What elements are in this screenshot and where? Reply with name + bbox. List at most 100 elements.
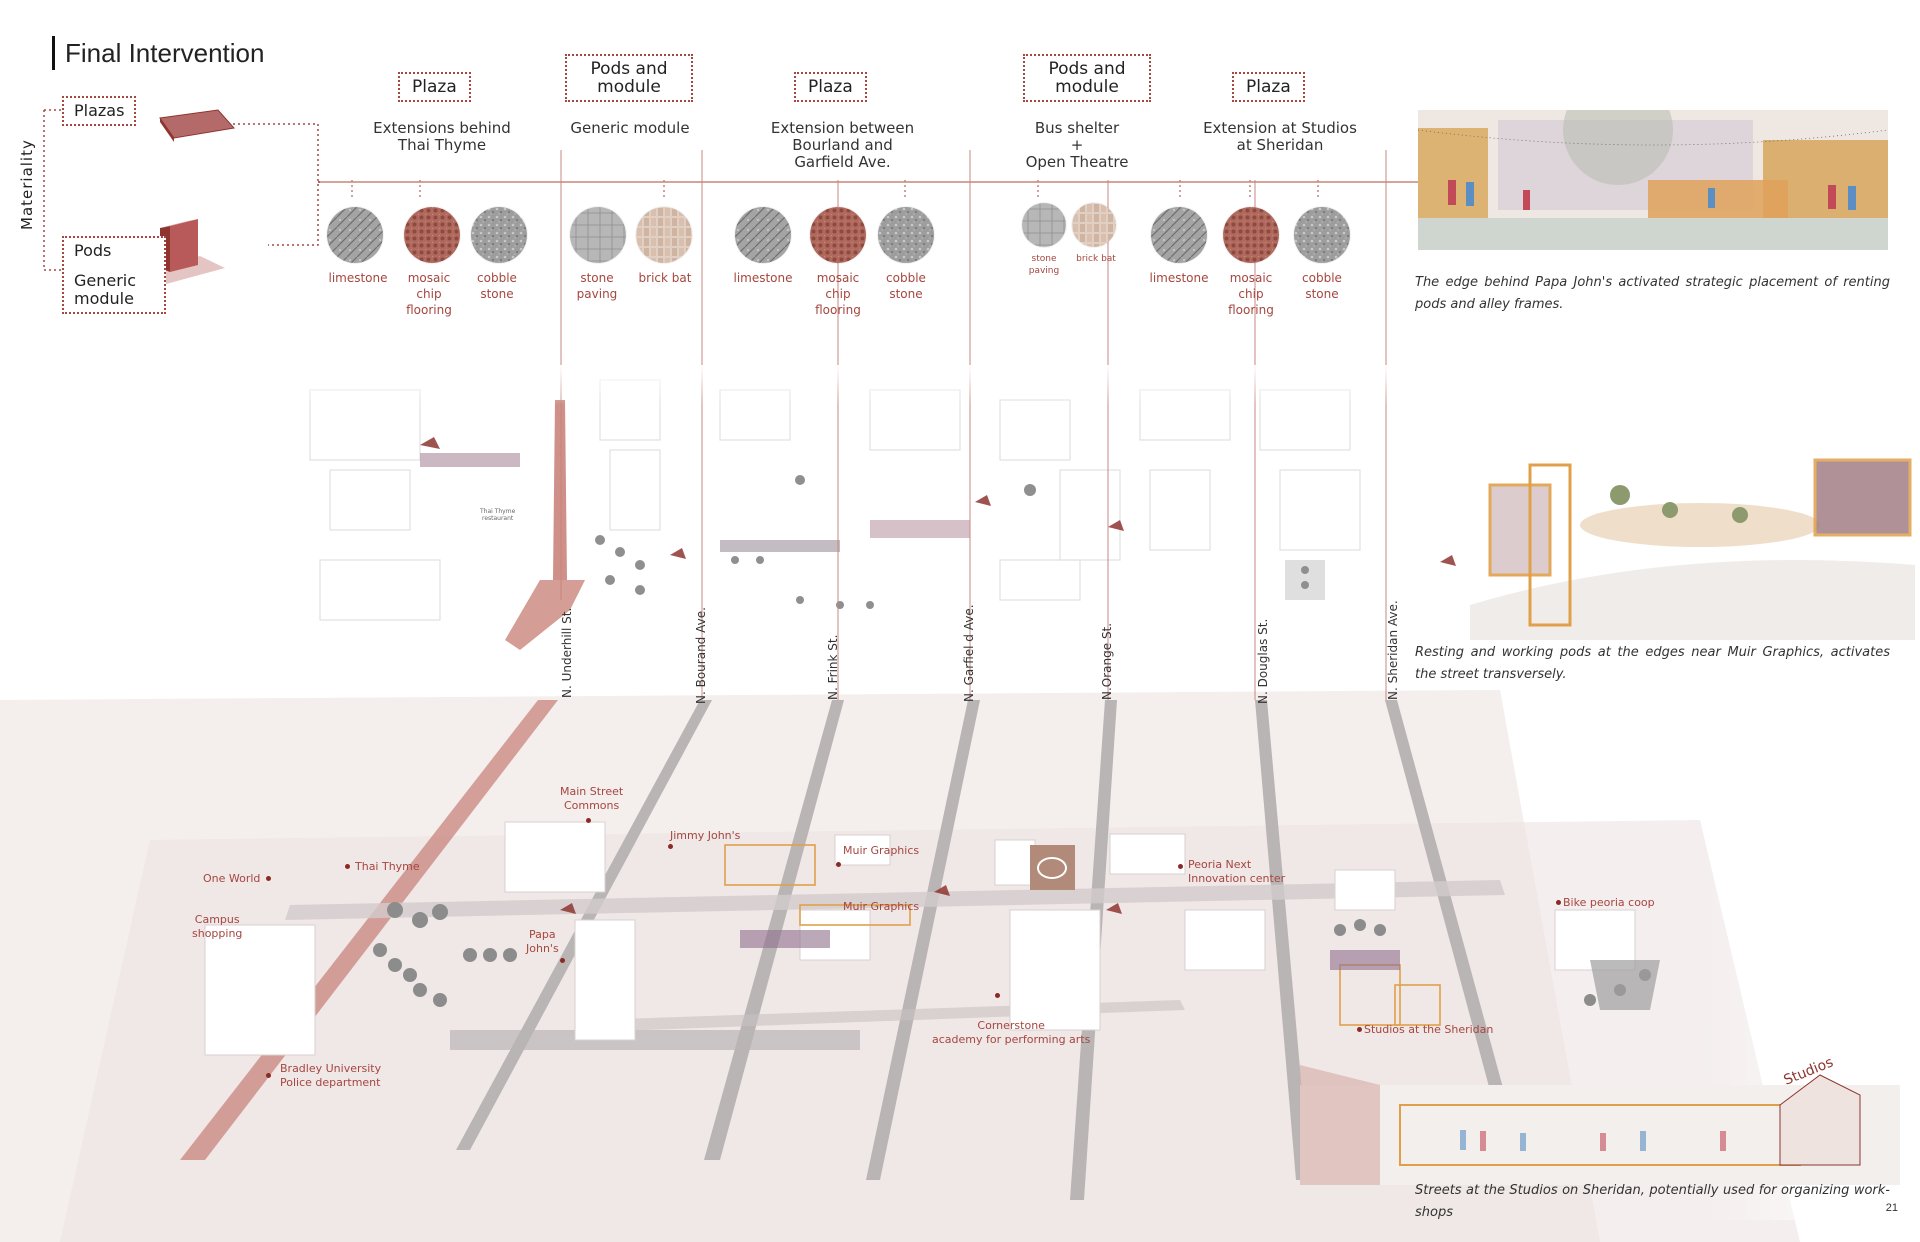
place-marker	[560, 958, 565, 963]
place-marker	[836, 862, 841, 867]
place-cornerstone: Cornerstone academy for performing arts	[932, 1019, 1090, 1047]
place-marker	[668, 844, 673, 849]
brick-bat-swatch	[636, 207, 692, 263]
place-line: John's	[526, 942, 559, 955]
place-line: Thai Thyme	[480, 508, 516, 515]
section-1-subtitle-line: Thai Thyme	[397, 136, 487, 154]
material-label-line: flooring	[815, 303, 861, 317]
material-label-line: mosaic	[407, 271, 451, 285]
stone-paving-swatch	[570, 207, 626, 263]
material-label-line: flooring	[1228, 303, 1274, 317]
mosaic-swatch	[1223, 207, 1279, 263]
materiality-label: Materiality	[18, 139, 36, 230]
material-label: limestone	[1134, 270, 1224, 286]
section-3-type: Plaza	[794, 72, 867, 102]
place-peoria-next: Peoria Next Innovation center	[1188, 858, 1285, 886]
stone-paving-swatch	[1022, 203, 1066, 247]
material-label-line: limestone	[328, 271, 388, 285]
cobble-swatch	[471, 207, 527, 263]
material-label-line: stone	[1305, 287, 1339, 301]
section-5-type: Plaza	[1232, 72, 1305, 102]
material-label: stone paving	[999, 253, 1089, 277]
place-line: Police department	[280, 1076, 381, 1089]
place-marker	[345, 864, 350, 869]
caption-papa-johns: The edge behind Papa John's activated st…	[1415, 275, 1890, 312]
material-label-line: limestone	[1149, 271, 1209, 285]
material-label: cobble stone	[452, 270, 542, 302]
brick-bat-swatch	[1072, 203, 1116, 247]
section-4-type: Pods and module	[1023, 54, 1151, 102]
legend-plazas-label: Plazas	[74, 101, 125, 120]
section-4-subtitle: Bus shelter + Open Theatre	[1002, 120, 1152, 171]
street-label-underhill: N. Underhill St.	[560, 607, 574, 698]
section-4-type-line: module	[1055, 77, 1119, 97]
material-label-line: paving	[1028, 266, 1060, 276]
place-line: Papa	[529, 928, 556, 941]
section-3-subtitle: Extension between Bourland and Garfield …	[760, 120, 925, 171]
page-number: 21	[1885, 1202, 1898, 1214]
place-marker	[1357, 1027, 1362, 1032]
place-line: Commons	[563, 799, 620, 812]
vignette-studios-sheridan: Studios	[1300, 1054, 1900, 1185]
material-label-line: flooring	[406, 303, 452, 317]
limestone-swatch	[735, 207, 791, 263]
place-line: Peoria Next	[1188, 858, 1252, 871]
legend-pods: Pods Generic module	[62, 236, 166, 314]
place-marker	[586, 818, 591, 823]
section-2-subtitle-line: Generic module	[570, 119, 690, 137]
cobble-swatch	[1294, 207, 1350, 263]
material-label: mosaic chip flooring	[793, 270, 883, 318]
section-1-subtitle: Extensions behind Thai Thyme	[362, 120, 522, 154]
place-jimmy-johns: Jimmy John's	[670, 829, 741, 842]
material-label: mosaic chip flooring	[384, 270, 474, 318]
caption-muir-graphics: Resting and working pods at the edges ne…	[1415, 645, 1890, 682]
place-studios-sheridan: Studios at the Sheridan	[1364, 1023, 1494, 1036]
place-thai-thyme-restaurant: Thai Thyme restaurant	[480, 508, 515, 522]
material-label-line: chip	[1238, 287, 1264, 301]
place-thai-thyme: Thai Thyme	[355, 860, 420, 873]
place-one-world: One World	[203, 872, 261, 885]
section-2-type: Pods and module	[565, 54, 693, 102]
limestone-swatch	[327, 207, 383, 263]
material-label-line: brick bat	[1076, 254, 1116, 264]
place-line: restaurant	[481, 515, 514, 522]
material-label-line: stone	[580, 271, 614, 285]
street-label-sheridan: N. Sheridan Ave.	[1386, 600, 1400, 700]
material-label: cobble stone	[861, 270, 951, 302]
place-main-street-commons: Main Street Commons	[560, 785, 623, 813]
material-label: limestone	[718, 270, 808, 286]
material-label: mosaic chip flooring	[1206, 270, 1296, 318]
legend-plazas: Plazas	[62, 96, 137, 126]
street-label-frink: N. Frink St.	[826, 634, 840, 700]
material-label-line: mosaic	[1229, 271, 1273, 285]
section-3-subtitle-line: Garfield Ave.	[794, 153, 891, 171]
material-label-line: mosaic	[816, 271, 860, 285]
place-papa-johns: Papa John's	[526, 928, 559, 956]
legend-generic-module-label: Generic module	[74, 271, 137, 308]
section-4-type-line: Pods and	[1048, 59, 1126, 79]
place-line: Cornerstone	[977, 1019, 1045, 1032]
section-1-type: Plaza	[398, 72, 471, 102]
place-marker	[1178, 864, 1183, 869]
section-3-subtitle-line: Bourland and	[792, 136, 893, 154]
section-4-subtitle-line: Open Theatre	[1025, 153, 1129, 171]
material-label-line: paving	[576, 287, 618, 301]
place-marker	[995, 993, 1000, 998]
place-marker	[266, 1073, 271, 1078]
section-4-subtitle-line: +	[1070, 136, 1084, 154]
section-1-subtitle-line: Extensions behind	[373, 119, 511, 137]
material-label: cobble stone	[1277, 270, 1367, 302]
material-label-line: stone	[1031, 254, 1057, 264]
mosaic-swatch	[810, 207, 866, 263]
section-3-subtitle-line: Extension between	[770, 119, 915, 137]
place-line: academy for performing arts	[932, 1033, 1091, 1046]
place-bike-peoria-coop: Bike peoria coop	[1563, 896, 1655, 909]
place-line: Campus	[194, 913, 240, 926]
section-2-type-line: module	[597, 77, 661, 97]
material-label: stone paving	[552, 270, 642, 302]
material-label-line: chip	[416, 287, 442, 301]
material-label-line: brick bat	[638, 271, 692, 285]
material-label: limestone	[313, 270, 403, 286]
section-5-subtitle: Extension at Studios at Sheridan	[1185, 120, 1375, 154]
vignette-papa-johns	[1418, 110, 1888, 250]
